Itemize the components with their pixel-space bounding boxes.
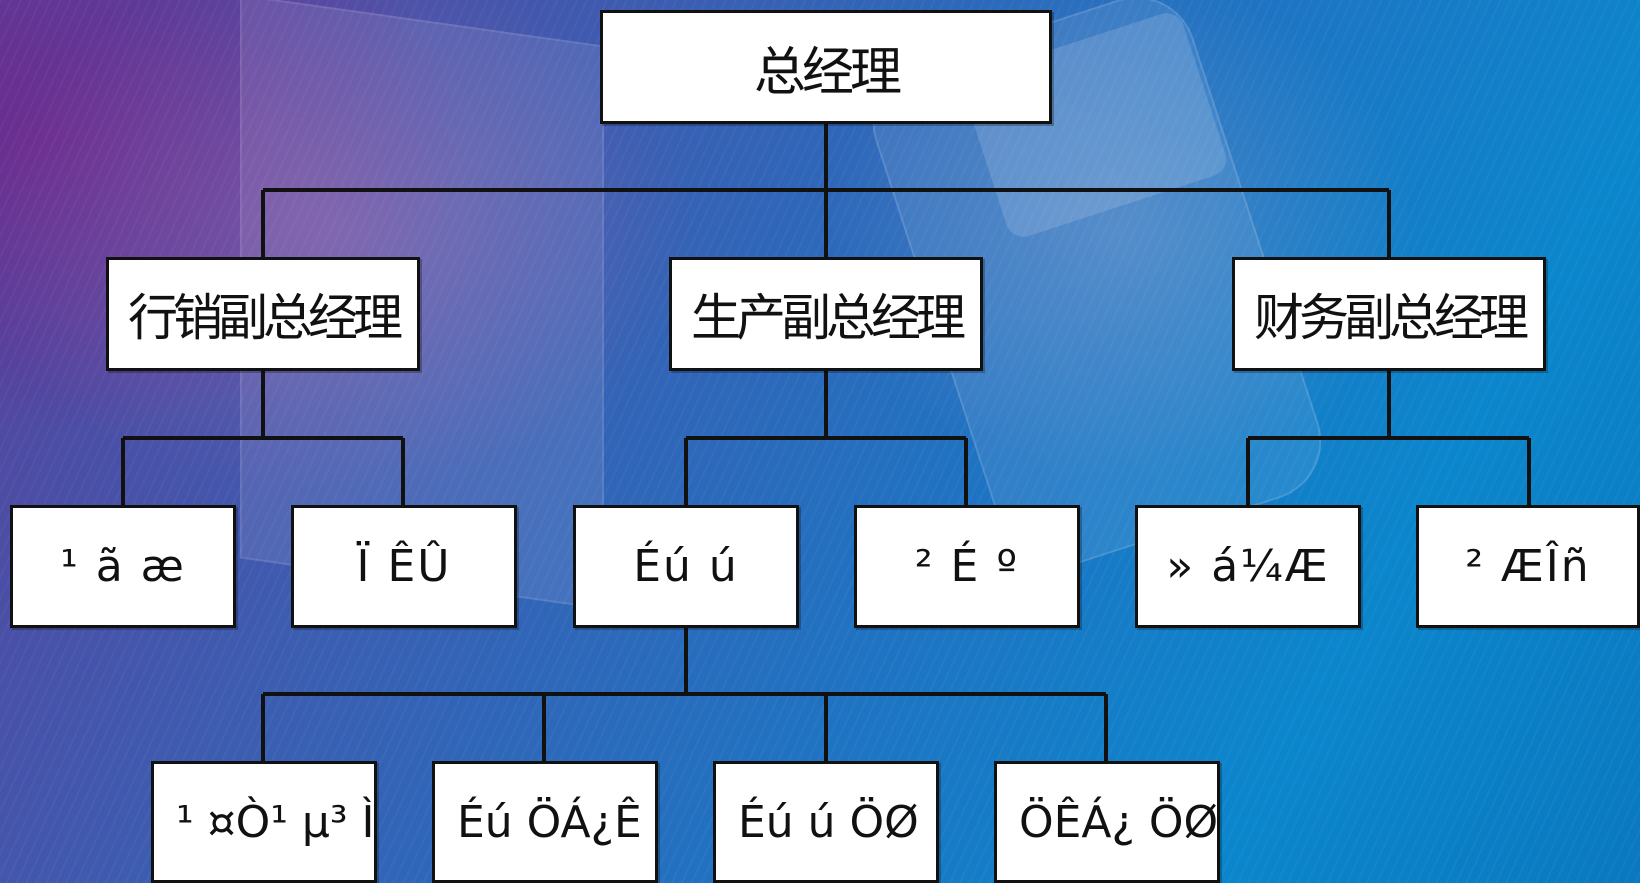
node-label: » á¼Æ	[1166, 541, 1330, 592]
node-sub-2: Éú ÖÁ¿Ê	[432, 761, 658, 883]
node-label: ¹ ¤Ò¹ µ³ Ì	[176, 796, 375, 848]
node-label: ² É º	[914, 541, 1020, 592]
node-general-manager: 总经理	[600, 10, 1052, 124]
node-sub-3: Éú ú ÖØ	[713, 761, 939, 883]
node-label: Ï ÊÛ	[356, 541, 452, 592]
node-label: ² ÆÎñ	[1465, 541, 1591, 592]
node-label: Éú ú	[633, 541, 739, 592]
node-label: Éú ÖÁ¿Ê	[457, 796, 642, 848]
node-vp-production: 生产副总经理	[669, 257, 983, 371]
node-sub-4: ÖÊÁ¿ ÖØ	[994, 761, 1220, 883]
node-dept-2: Ï ÊÛ	[291, 505, 517, 628]
node-label: Éú ú ÖØ	[738, 796, 919, 848]
node-dept-3: Éú ú	[573, 505, 799, 628]
node-vp-finance: 财务副总经理	[1232, 257, 1546, 371]
node-label: ¹ ã æ	[60, 541, 186, 592]
node-dept-5: » á¼Æ	[1135, 505, 1361, 628]
node-label: 行销副总经理	[128, 289, 403, 347]
node-label: 总经理	[753, 42, 902, 103]
node-dept-1: ¹ ã æ	[10, 505, 236, 628]
node-vp-marketing: 行销副总经理	[106, 257, 420, 371]
node-dept-4: ² É º	[854, 505, 1080, 628]
node-label: 生产副总经理	[691, 289, 966, 347]
node-label: 财务副总经理	[1254, 289, 1529, 347]
node-sub-1: ¹ ¤Ò¹ µ³ Ì	[151, 761, 377, 883]
node-label: ÖÊÁ¿ ÖØ	[1019, 796, 1219, 848]
node-dept-6: ² ÆÎñ	[1416, 505, 1640, 628]
